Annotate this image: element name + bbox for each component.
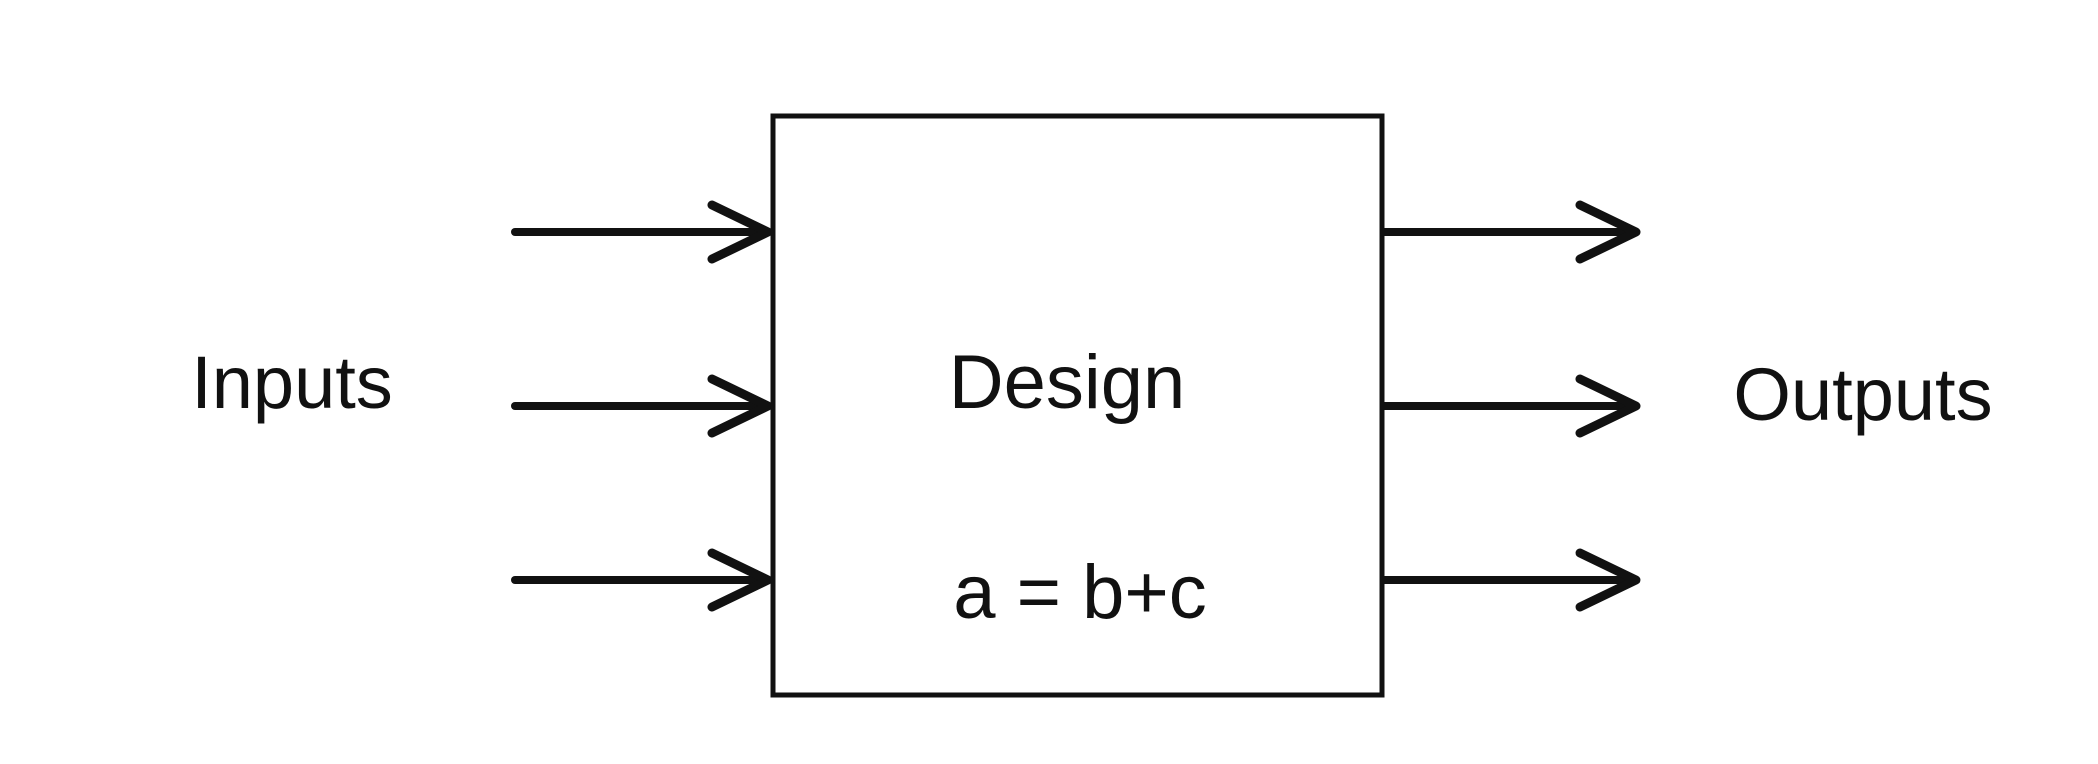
output-arrow-1 <box>1380 200 1641 264</box>
design-block-title: Design <box>949 340 1186 425</box>
outputs-label: Outputs <box>1733 353 1992 436</box>
input-arrow-1 <box>511 200 773 264</box>
inputs-label: Inputs <box>191 341 393 424</box>
design-block-equation: a = b+c <box>953 550 1207 635</box>
output-arrow-3 <box>1380 548 1641 612</box>
input-arrow-3 <box>511 548 773 612</box>
input-arrow-2 <box>511 374 773 438</box>
design-block <box>770 113 1385 698</box>
output-arrow-2 <box>1380 374 1641 438</box>
